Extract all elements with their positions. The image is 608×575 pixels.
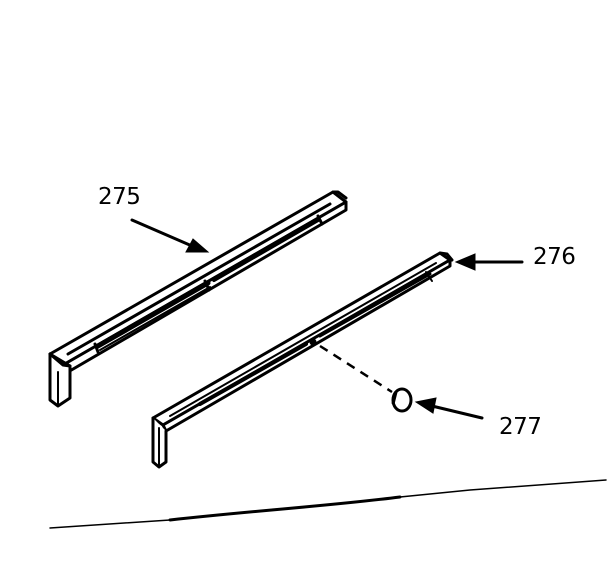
ground-line (49, 479, 607, 529)
rail-275 (48, 190, 348, 408)
callout-277: 277 (499, 414, 542, 440)
callout-276: 276 (533, 244, 576, 270)
callout-275: 275 (98, 184, 141, 210)
leader-276 (454, 253, 524, 271)
leader-277 (414, 397, 484, 420)
rail-276 (151, 251, 454, 469)
screw-277 (319, 344, 413, 413)
leader-275 (130, 218, 210, 253)
